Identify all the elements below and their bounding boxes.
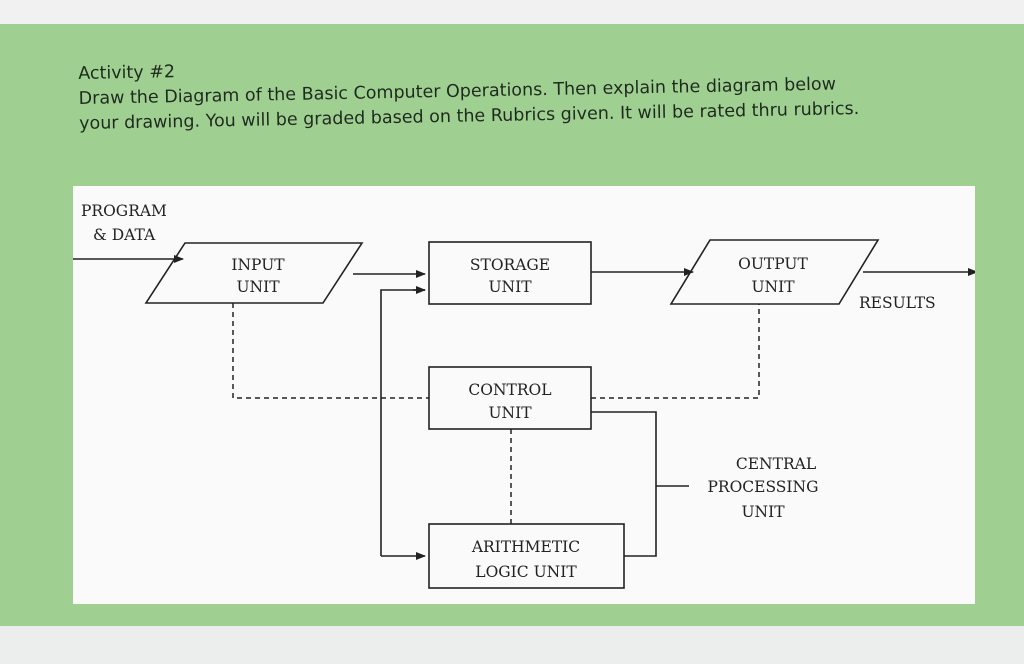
cpu-label-3: UNIT	[741, 503, 785, 521]
cpu-bracket	[591, 411, 657, 557]
data-label: & DATA	[93, 226, 156, 244]
control-unit-label-1: CONTROL	[468, 381, 551, 399]
storage-unit-label-2: UNIT	[488, 278, 532, 296]
output-unit-label-2: UNIT	[751, 278, 795, 296]
bus-to-storage	[380, 289, 425, 556]
control-line-input	[232, 303, 429, 399]
cpu-label-2: PROCESSING	[707, 478, 818, 496]
control-unit-label-2: UNIT	[488, 404, 532, 422]
input-unit-shape	[144, 242, 364, 304]
input-unit-label-2: UNIT	[236, 278, 280, 296]
storage-unit-shape	[428, 241, 592, 305]
cpu-label-1: CENTRAL	[736, 455, 816, 473]
computer-operations-diagram: PROGRAM & DATA INPUT UNIT STORAGE UNIT O…	[73, 202, 975, 589]
program-label: PROGRAM	[81, 202, 167, 220]
output-unit-shape	[669, 239, 880, 305]
bottom-strip	[0, 626, 1024, 664]
alu-label-1: ARITHMETIC	[471, 538, 580, 556]
control-line-output	[591, 304, 760, 399]
results-label: RESULTS	[859, 294, 936, 312]
storage-unit-label-1: STORAGE	[470, 256, 550, 274]
output-unit-label-1: OUTPUT	[738, 255, 808, 273]
input-unit-label-1: INPUT	[231, 256, 285, 274]
top-strip	[0, 0, 1024, 26]
diagram-panel: PROGRAM & DATA INPUT UNIT STORAGE UNIT O…	[73, 186, 975, 604]
alu-label-2: LOGIC UNIT	[475, 563, 577, 581]
